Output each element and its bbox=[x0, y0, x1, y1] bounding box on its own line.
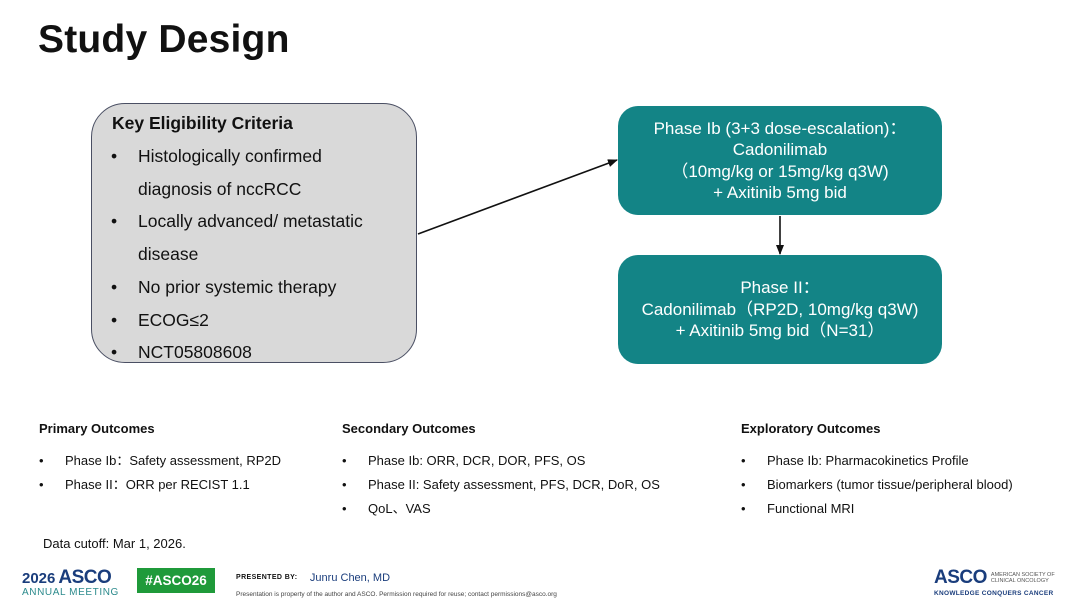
presented-by-label: PRESENTED BY: bbox=[236, 574, 298, 582]
phase-ii-line: + Axitinib 5mg bid（N=31） bbox=[675, 321, 885, 341]
eligibility-item-continuation: diagnosis of nccRCC bbox=[138, 178, 302, 199]
eligibility-to-phase-ib-arrow bbox=[417, 159, 618, 235]
eligibility-heading: Key Eligibility Criteria bbox=[112, 113, 293, 133]
phase-ib-line: Phase Ib (3+3 dose-escalation)： bbox=[653, 118, 907, 138]
phase-ii-box: Phase II： Cadonilimab（RP2D, 10mg/kg q3W)… bbox=[618, 255, 942, 364]
hashtag-badge: #ASCO26 bbox=[137, 568, 215, 593]
secondary-outcomes: Secondary Outcomes Phase Ib: ORR, DCR, D… bbox=[342, 421, 660, 521]
eligibility-item: NCT05808608 bbox=[111, 336, 411, 369]
eligibility-item-continuation: disease bbox=[138, 244, 199, 265]
exploratory-outcomes-heading: Exploratory Outcomes bbox=[741, 421, 881, 436]
permission-note: Presentation is property of the author a… bbox=[236, 591, 557, 598]
asco-wordmark: ASCO bbox=[58, 567, 112, 588]
eligibility-item: Histologically confirmed bbox=[111, 140, 411, 173]
eligibility-box: Key Eligibility Criteria Histologically … bbox=[91, 103, 417, 369]
phase-ii-line: Cadonilimab（RP2D, 10mg/kg q3W) bbox=[641, 299, 919, 319]
phase-ib-line: Cadonilimab bbox=[732, 140, 828, 159]
outcome-item: Functional MRI bbox=[741, 497, 1013, 521]
asco-society-logo: ASCO AMERICAN SOCIETY OF CLINICAL ONCOLO… bbox=[934, 567, 1059, 597]
outcome-item: QoL、VAS bbox=[342, 497, 660, 521]
outcome-item: Phase II：ORR per RECIST 1.1 bbox=[39, 473, 281, 497]
presenter-name: Junru Chen, MD bbox=[309, 571, 391, 584]
outcome-item: Phase II: Safety assessment, PFS, DCR, D… bbox=[342, 473, 660, 497]
meeting-year: 2026 bbox=[22, 570, 56, 587]
primary-outcomes-heading: Primary Outcomes bbox=[39, 421, 155, 436]
outcome-item: Phase Ib：Safety assessment, RP2D bbox=[39, 449, 281, 473]
secondary-outcomes-heading: Secondary Outcomes bbox=[342, 421, 476, 436]
exploratory-outcomes: Exploratory Outcomes Phase Ib: Pharmacok… bbox=[741, 421, 1013, 521]
data-cutoff-note: Data cutoff: Mar 1, 2026. bbox=[43, 536, 186, 551]
outcome-item: Phase Ib: ORR, DCR, DOR, PFS, OS bbox=[342, 449, 660, 473]
slide-title: Study Design bbox=[38, 18, 290, 61]
asco-annual-meeting-logo: 2026 ASCO ANNUAL MEETING bbox=[22, 567, 119, 598]
asco-tagline: KNOWLEDGE CONQUERS CANCER bbox=[934, 590, 1054, 597]
primary-outcomes: Primary Outcomes Phase Ib：Safety assessm… bbox=[39, 421, 281, 497]
presenter-info: PRESENTED BY: Junru Chen, MD Presentatio… bbox=[236, 569, 557, 598]
eligibility-item: ECOG≤2 bbox=[111, 304, 411, 337]
eligibility-list: Histologically confirmed diagnosis of nc… bbox=[111, 140, 411, 369]
society-name: AMERICAN SOCIETY OF CLINICAL ONCOLOGY bbox=[990, 571, 1055, 585]
outcome-item: Biomarkers (tumor tissue/peripheral bloo… bbox=[741, 473, 1013, 497]
asco-logo-wordmark: ASCO bbox=[934, 567, 987, 588]
annual-meeting-label: ANNUAL MEETING bbox=[22, 587, 119, 598]
phase-ib-box: Phase Ib (3+3 dose-escalation)： Cadonili… bbox=[618, 106, 942, 215]
outcome-item: Phase Ib: Pharmacokinetics Profile bbox=[741, 449, 1013, 473]
phase-ii-line: Phase II： bbox=[740, 278, 820, 298]
eligibility-item: Locally advanced/ metastatic bbox=[111, 205, 411, 238]
phase-ib-line: + Axitinib 5mg bid bbox=[713, 183, 847, 202]
eligibility-item: No prior systemic therapy bbox=[111, 271, 411, 304]
phase-ib-line: （10mg/kg or 15mg/kg q3W) bbox=[671, 161, 889, 181]
